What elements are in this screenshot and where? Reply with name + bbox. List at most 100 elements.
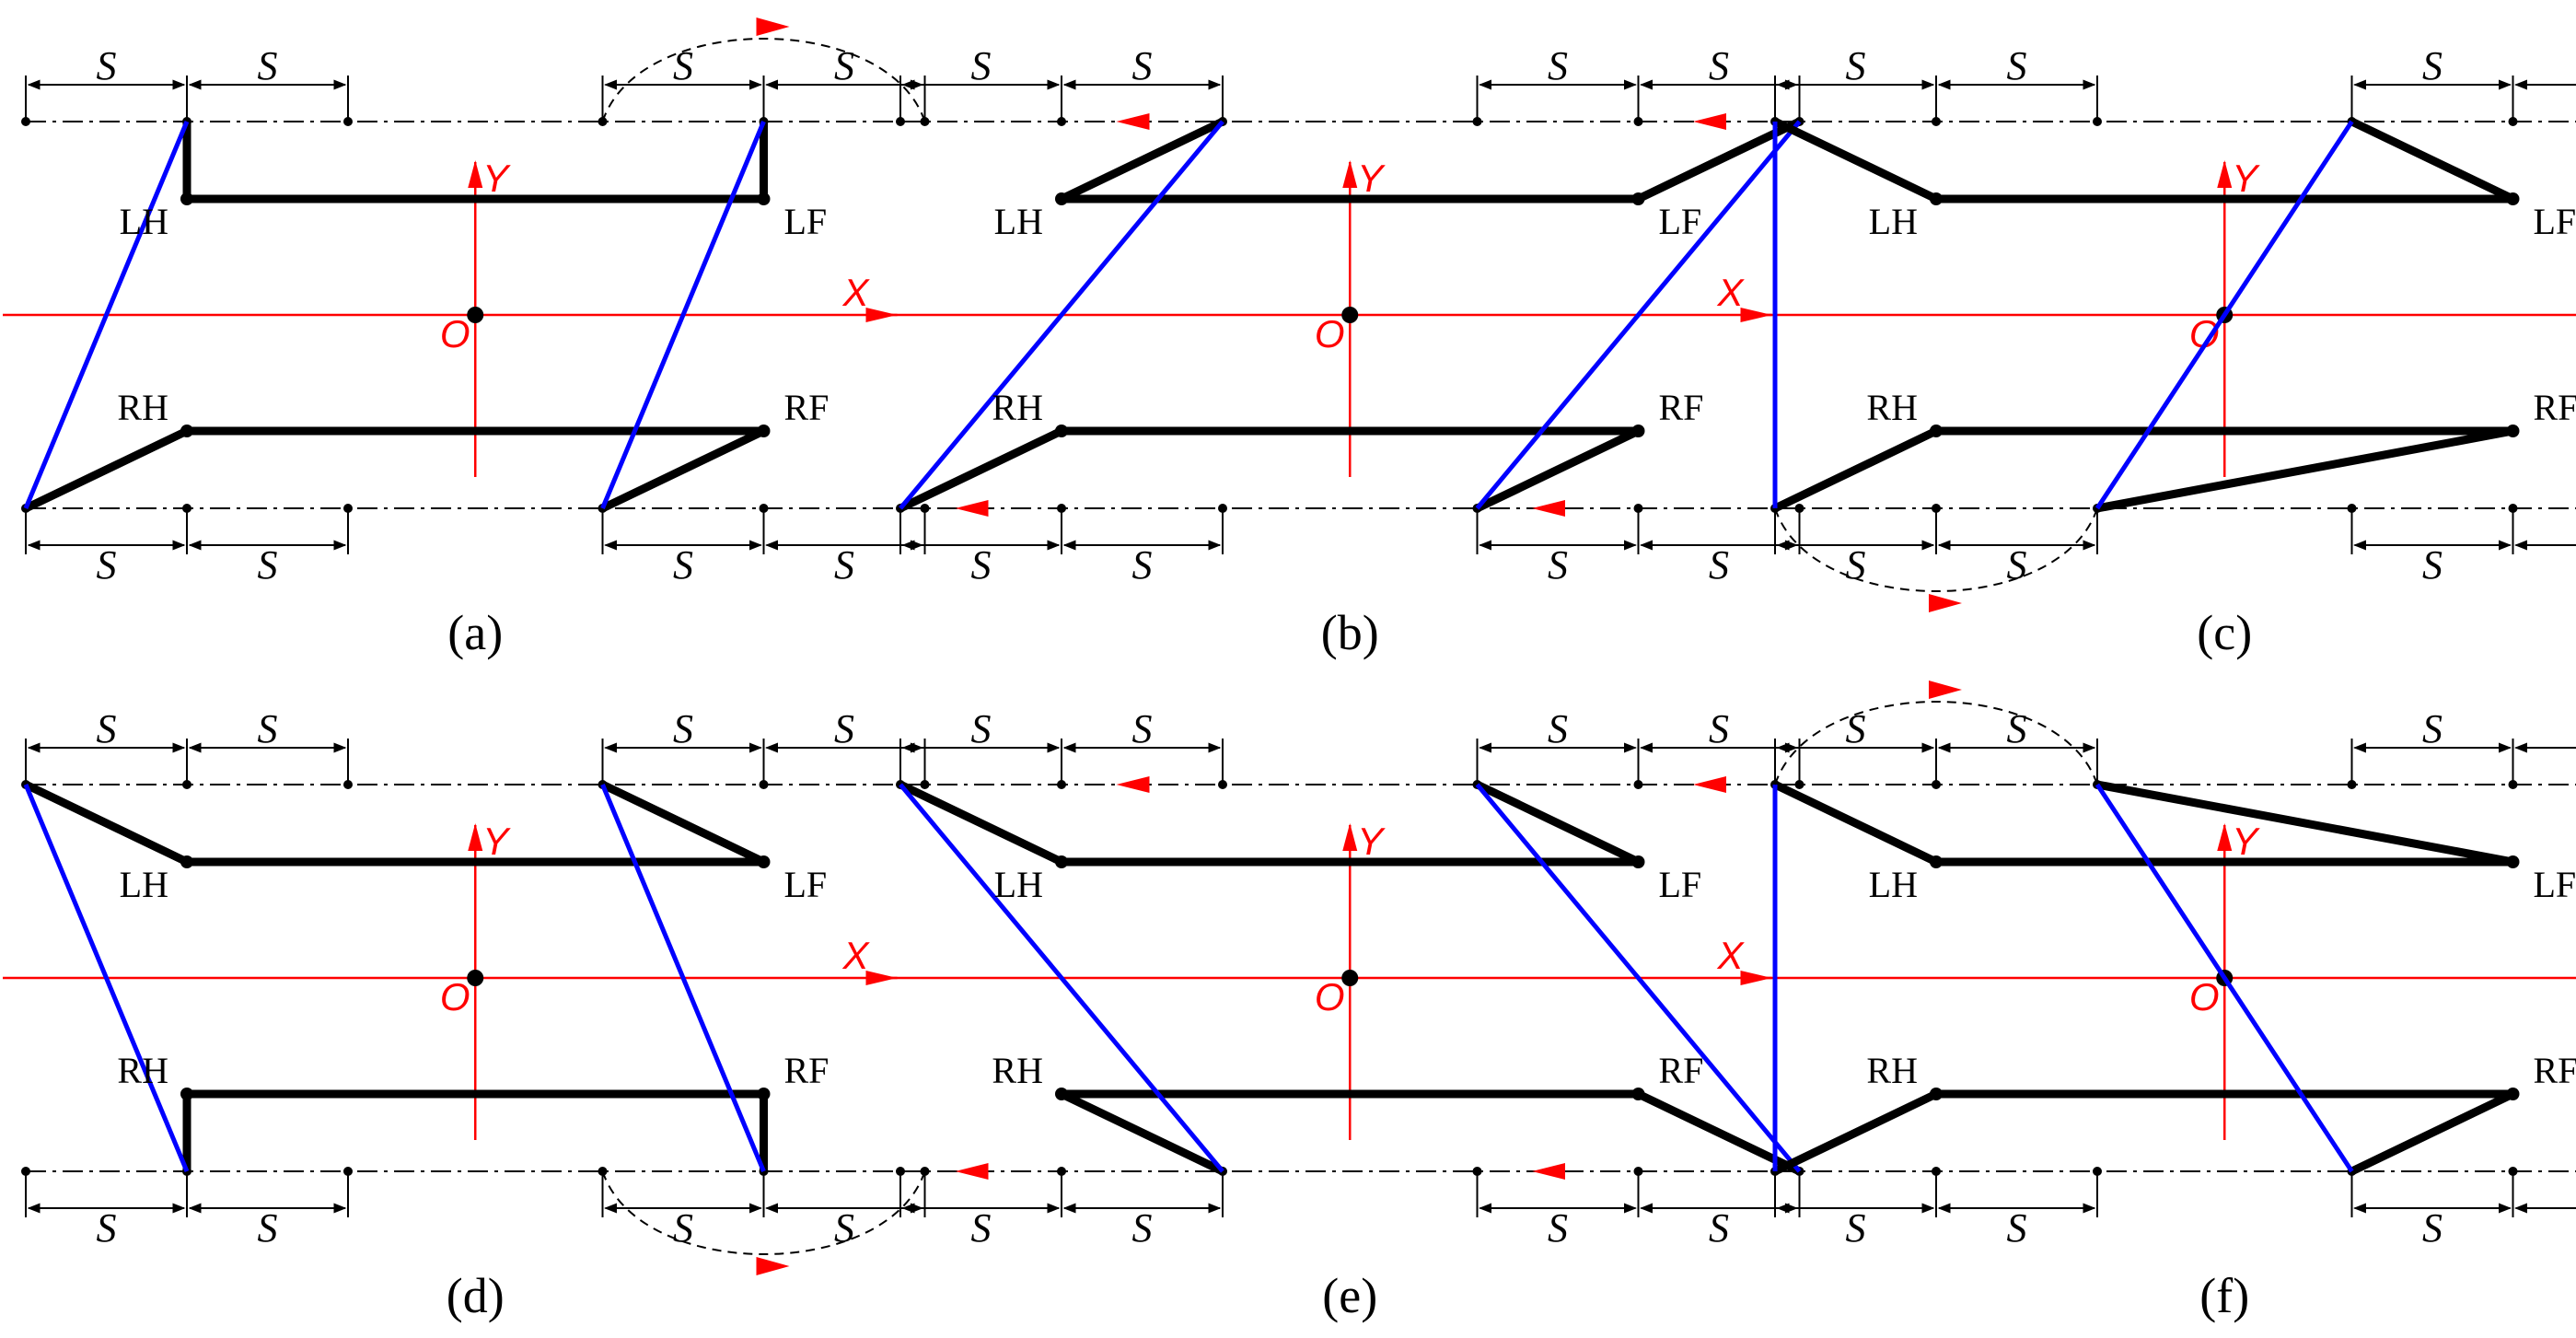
top-step-label: S [2007,43,2027,88]
origin-label: O [1315,975,1345,1018]
shift-arrow [1116,113,1150,130]
top-step-label: S [834,43,854,88]
leg-lh [1773,780,1938,867]
label-lh: LH [120,201,168,242]
leg-rf [600,426,766,513]
label-rh: RH [992,1050,1043,1091]
bottom-step-label: S [834,1205,854,1251]
bottom-step-label: S [258,542,278,588]
panel-caption: (f) [2199,1268,2249,1323]
leg-rf [1475,426,1641,513]
bottom-step-label: S [1846,1205,1866,1251]
top-step-label: S [97,706,117,751]
top-step-label: S [1709,706,1729,751]
leg-rh [1773,426,1938,513]
leg-rf [2350,1089,2515,1176]
bottom-step-label: S [1548,542,1568,588]
top-step-label: S [258,43,278,88]
bottom-step-label: S [2422,542,2443,588]
support-diagonal-left [23,784,190,1172]
shift-arrow [1532,1163,1565,1180]
label-rf: RF [1659,1050,1704,1091]
origin-marker [467,307,484,323]
label-lh: LH [120,864,168,905]
label-rh: RH [117,1050,168,1091]
top-step-label: S [1548,43,1568,88]
top-step-label: S [2422,706,2443,751]
top-step-label: S [673,43,693,88]
swing-arc [1774,701,2098,785]
swing-arc [1774,507,2098,592]
label-rf: RF [784,1050,830,1091]
support-diagonal-right [2094,120,2354,510]
leg-rh [1773,1089,1938,1176]
x-axis-label: X [841,934,870,977]
leg-lh [1060,117,1224,204]
panel-caption: (e) [1322,1268,1377,1323]
bottom-step-label: S [971,542,992,588]
origin-label: O [440,312,470,355]
y-axis-label: Y [1357,820,1386,863]
swing-arrow [756,17,790,36]
y-axis-label: Y [482,157,511,200]
x-axis-label: X [1716,271,1745,314]
panel-caption: (a) [447,605,503,660]
label-lh: LH [994,864,1043,905]
swing-arrow [756,1257,790,1275]
x-axis-label: X [841,271,870,314]
bottom-step-label: S [834,542,854,588]
top-step-label: S [971,43,992,88]
support-diagonal-left [23,121,190,509]
bottom-step-label: S [673,542,693,588]
y-axis-label: Y [482,820,511,863]
leg-lf [1475,780,1641,867]
leg-lh [24,780,189,867]
bottom-step-label: S [1132,1205,1153,1251]
bottom-step-label: S [2422,1205,2443,1251]
origin-marker [467,970,484,986]
leg-rh [899,426,1063,513]
label-rf: RF [1659,387,1704,428]
origin-label: O [1315,312,1345,355]
panel-caption: (d) [447,1268,505,1323]
label-lh: LH [1869,864,1918,905]
shift-arrow [955,1163,989,1180]
bottom-step-label: S [1846,542,1866,588]
top-step-label: S [971,706,992,751]
y-axis-arrow [1342,823,1358,851]
bottom-step-label: S [1709,1205,1729,1251]
shift-arrow [1116,776,1150,793]
top-step-label: S [1132,43,1153,88]
top-step-label: S [1846,706,1866,751]
swing-arc [601,38,926,122]
label-rh: RH [1866,387,1918,428]
bottom-step-label: S [1132,542,1153,588]
top-step-label: S [1132,706,1153,751]
leg-rf [2096,426,2514,513]
support-diagonal-left [899,783,1224,1173]
leg-lh [899,780,1063,867]
bottom-step-label: S [258,1205,278,1251]
swing-arrow [1929,681,1962,699]
top-step-label: S [1846,43,1866,88]
leg-rh [24,426,189,513]
shift-arrow [1532,500,1565,517]
panel-caption: (b) [1321,605,1379,660]
bottom-step-label: S [673,1205,693,1251]
label-rf: RF [2534,387,2576,428]
bottom-step-label: S [1548,1205,1568,1251]
label-rf: RF [2534,1050,2576,1091]
origin-marker [1341,307,1359,323]
leg-rf [1636,1089,1802,1176]
label-lh: LH [1869,201,1918,242]
origin-label: O [440,975,470,1018]
y-axis-arrow [468,160,483,188]
